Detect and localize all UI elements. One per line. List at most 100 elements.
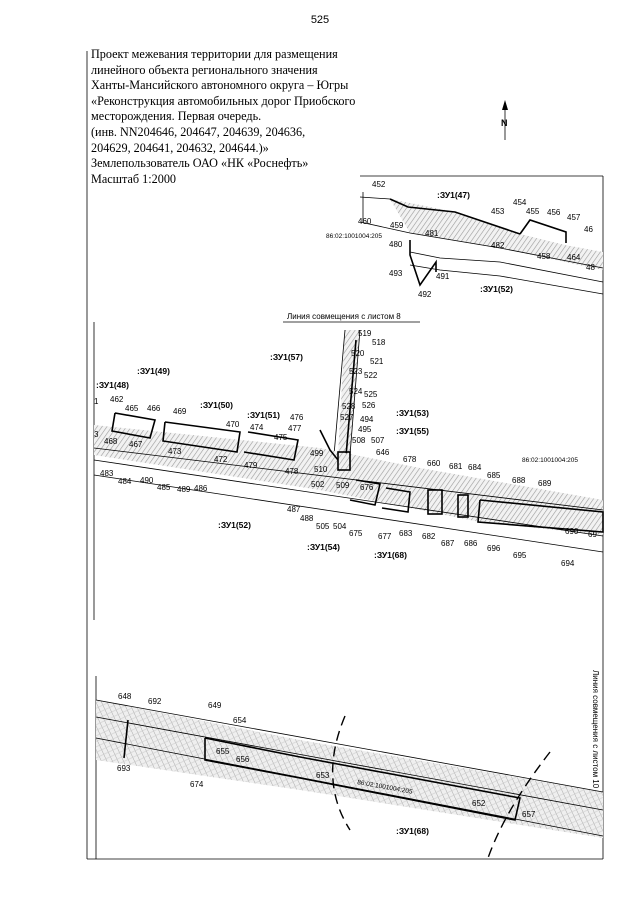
point-label: 488 [300,514,314,523]
point-label: 696 [487,544,501,553]
parcel-label: :ЗУ1(54) [307,542,340,552]
point-label: 510 [314,465,328,474]
title-line: Проект межевания территории для размещен… [91,47,338,61]
point-label: 491 [436,272,450,281]
point-label: 502 [311,480,325,489]
point-label: 499 [310,449,324,458]
title-line: Ханты-Мансийского автономного округа – Ю… [91,78,349,93]
point-label: 509 [336,481,350,490]
point-label: 493 [389,269,403,278]
point-label: 467 [129,440,143,449]
point-label: 656 [236,755,250,764]
point-label: 475 [274,433,288,442]
point-label: 692 [148,697,162,706]
point-label: 482 [491,241,505,250]
point-label: 481 [425,229,439,238]
point-label: 490 [140,476,154,485]
bottom-fragment: 648 692 649 654 655 656 693 674 653 652 … [95,670,604,859]
point-label: 690 [565,527,579,536]
parcel-label: :ЗУ1(47) [437,190,470,200]
point-label: 507 [371,436,385,445]
top-fragment: 452 459 460 481 480 493 491 492 :ЗУ1(47)… [326,175,604,299]
point-label: 677 [378,532,392,541]
point-label: 466 [147,404,161,413]
point-label: 685 [487,471,501,480]
point-label: 3 [94,430,99,439]
point-label: 494 [360,415,374,424]
point-label: 460 [358,217,372,226]
point-label: 674 [190,780,204,789]
point-label: 464 [567,253,581,262]
point-label: 683 [399,529,413,538]
point-label: 678 [403,455,417,464]
point-label: 465 [125,404,139,413]
point-label: 457 [567,213,581,222]
combination-line-8: Линия совмещения с листом 8 [287,312,401,321]
point-label: 653 [316,771,330,780]
point-label: 489 [177,485,191,494]
middle-fragment: Линия совмещения с листом 8 :ЗУ1(48) :ЗУ… [93,312,604,620]
point-label: 681 [449,462,463,471]
point-label: 508 [352,436,366,445]
point-label: 476 [290,413,304,422]
point-label: 479 [244,461,258,470]
parcel-label: :ЗУ1(51) [247,410,280,420]
point-label: 452 [372,180,386,189]
point-label: 655 [216,747,230,756]
parcel-label: :ЗУ1(55) [396,426,429,436]
point-label: 455 [526,207,540,216]
point-label: 504 [333,522,347,531]
point-label: 520 [351,349,365,358]
point-label: 521 [370,357,384,366]
title-line: линейного объекта регионального значения [91,62,318,77]
point-label: 526 [362,401,376,410]
point-label: 486 [194,484,208,493]
parcel-label: :ЗУ1(68) [396,826,429,836]
point-label: 527 [340,413,354,422]
map-title-block: Проект межевания территории для размещен… [91,47,391,187]
parcel-label: :ЗУ1(53) [396,408,429,418]
point-label: 688 [512,476,526,485]
point-label: 518 [372,338,386,347]
parcel-label: :ЗУ1(48) [96,380,129,390]
parcel-label: :ЗУ1(52) [480,284,513,294]
point-label: 456 [547,208,561,217]
page-number: 525 [310,14,330,26]
title-line: «Реконструкция автомобильных дорог Приоб… [91,93,356,108]
point-label: 468 [104,437,118,446]
point-label: 686 [464,539,478,548]
parcel-label: :ЗУ1(68) [374,550,407,560]
point-label: 528 [342,402,356,411]
point-label: 693 [117,764,131,773]
point-label: 46 [584,225,593,234]
parcel-label: :ЗУ1(52) [218,520,251,530]
title-line: месторождения. Первая очередь. [91,109,262,124]
point-label: 472 [214,455,228,464]
point-label: 458 [537,252,551,261]
parcel-label: :ЗУ1(49) [137,366,170,376]
point-label: 495 [358,425,372,434]
point-label: 484 [118,477,132,486]
title-line: 204629, 204641, 204632, 204644.)» [91,140,269,155]
point-label: 483 [100,469,114,478]
title-line: (инв. NN204646, 204647, 204639, 204636, [91,124,306,139]
cadastral-number: 86:02:1001004:205 [326,233,382,240]
point-label: 522 [364,371,378,380]
point-label: 687 [441,539,455,548]
point-label: 487 [287,505,301,514]
point-label: 682 [422,532,436,541]
point-label: 660 [427,459,441,468]
north-arrow-icon: N [501,100,508,140]
point-label: 469 [173,407,187,416]
north-label: N [501,118,508,128]
point-label: 652 [472,799,486,808]
point-label: 676 [360,483,374,492]
point-label: 525 [364,390,378,399]
point-label: 1 [94,397,99,406]
point-label: 48 [586,263,595,272]
point-label: 523 [349,367,363,376]
point-label: 649 [208,701,222,710]
point-label: 474 [250,423,264,432]
point-label: 519 [358,329,372,338]
